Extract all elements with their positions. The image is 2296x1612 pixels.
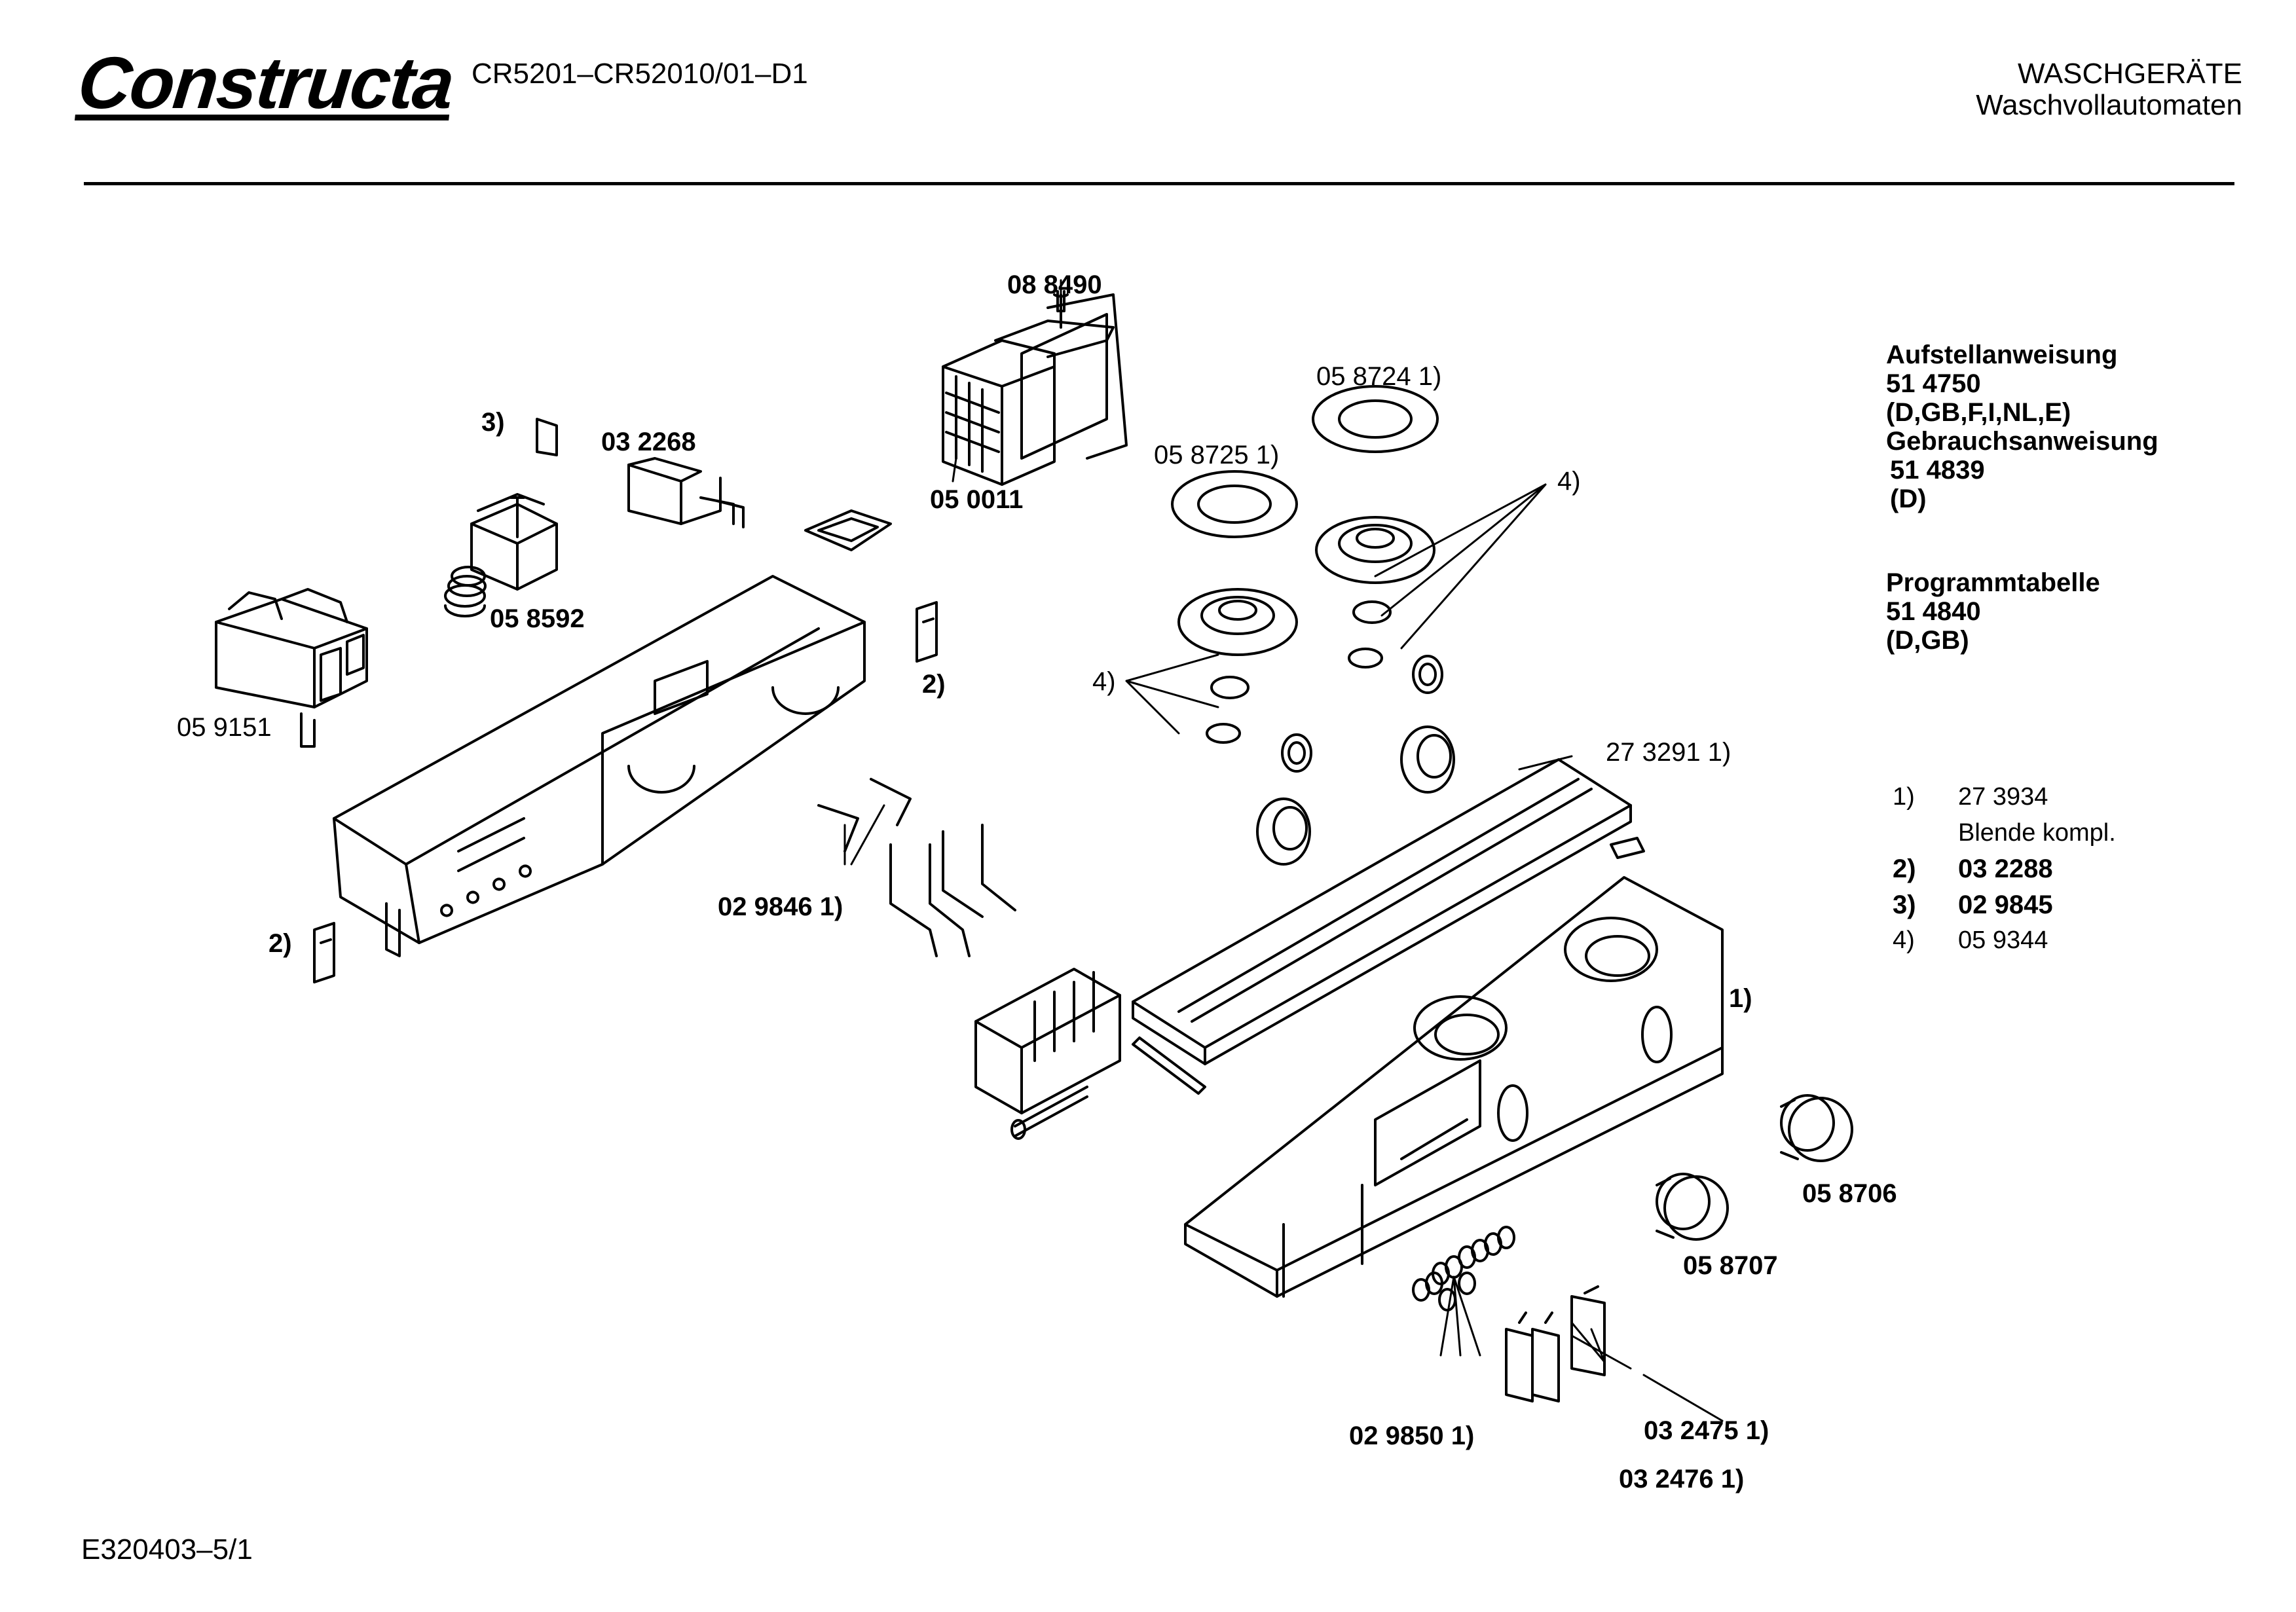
- part-label: 03 2475 1): [1644, 1416, 1769, 1445]
- carbon-brushes: [1505, 1285, 1606, 1402]
- part-label: 05 8707: [1683, 1251, 1778, 1280]
- temperature-selector: [444, 418, 558, 617]
- footnote-key: 4): [1893, 926, 1915, 954]
- part-label: 1): [1729, 984, 1752, 1013]
- footnote-key: 1): [1893, 783, 1915, 811]
- part-label: 05 9151: [177, 713, 272, 742]
- part-label: 05 8724 1): [1316, 362, 1441, 391]
- panel-frame: [1132, 758, 1645, 1095]
- knobs: [1656, 1094, 1853, 1241]
- doc-number: 51 4840: [1886, 597, 1981, 626]
- doc-label: Gebrauchsanweisung: [1886, 427, 2158, 456]
- switch-part: [627, 457, 745, 528]
- subcategory-title: Waschvollautomaten: [1976, 89, 2242, 121]
- control-chassis: [333, 575, 866, 957]
- part-label: 03 2476 1): [1619, 1465, 1744, 1493]
- footnote-value: 02 9845: [1958, 890, 2053, 919]
- doc-langs: (D): [1890, 485, 1927, 513]
- doc-label: Programmtabelle: [1886, 568, 2100, 597]
- part-label: 3): [481, 408, 505, 437]
- part-label: 08 8490: [1007, 270, 1102, 299]
- part-label: 27 3291 1): [1606, 738, 1731, 767]
- part-label: 4): [1557, 467, 1581, 496]
- footnote-value: 27 3934: [1958, 783, 2048, 811]
- model-number: CR5201–CR52010/01–D1: [472, 58, 808, 90]
- part-label: 2): [922, 670, 946, 699]
- part-label: 4): [1092, 667, 1116, 696]
- contact-springs: [817, 778, 1016, 957]
- footnotes: 1) 27 3934 Blende kompl. 2) 03 2288 3) 02 9…: [1893, 783, 2116, 962]
- footnote-sub: Blende kompl.: [1958, 819, 2116, 847]
- doc-number: 51 4750: [1886, 369, 1981, 398]
- leader-lines: [843, 279, 1724, 1422]
- part-label: 05 8706: [1802, 1179, 1897, 1208]
- header-rule: [84, 182, 2234, 185]
- part-label: 03 2268: [601, 428, 696, 456]
- footnote-value: 05 9344: [1958, 926, 2048, 954]
- switch-block: [974, 968, 1121, 1140]
- frame-piece: [804, 509, 892, 551]
- seal-rings: [1171, 385, 1439, 656]
- part-label: 05 8725 1): [1154, 441, 1279, 469]
- category-title: WASCHGERÄTE: [2017, 58, 2242, 90]
- footnote-key: 2): [1893, 854, 1916, 883]
- part-label: 05 8592: [490, 604, 585, 633]
- programmer-unit: [942, 290, 1128, 486]
- part-label: 2): [268, 929, 292, 958]
- panel-housing: [1184, 876, 1724, 1298]
- relay-unit: [215, 588, 368, 748]
- gear-clips: [1206, 600, 1455, 866]
- part-label: 05 0011: [930, 485, 1023, 514]
- doc-langs: (D,GB,F,I,NL,E): [1886, 398, 2071, 427]
- part-label: 02 9846 1): [718, 892, 843, 921]
- footnote-key: 3): [1893, 890, 1916, 919]
- part-label: 02 9850 1): [1349, 1421, 1474, 1450]
- documents-list: Aufstellanweisung 51 4750 (D,GB,F,I,NL,E…: [1886, 340, 2158, 655]
- doc-langs: (D,GB): [1886, 626, 1969, 655]
- drawing-code: E320403–5/1: [81, 1533, 253, 1566]
- doc-number: 51 4839: [1890, 456, 1985, 485]
- footnote-value: 03 2288: [1958, 854, 2053, 883]
- clip-part: [313, 601, 938, 983]
- small-springs: [1412, 1226, 1515, 1311]
- doc-label: Aufstellanweisung: [1886, 340, 2118, 369]
